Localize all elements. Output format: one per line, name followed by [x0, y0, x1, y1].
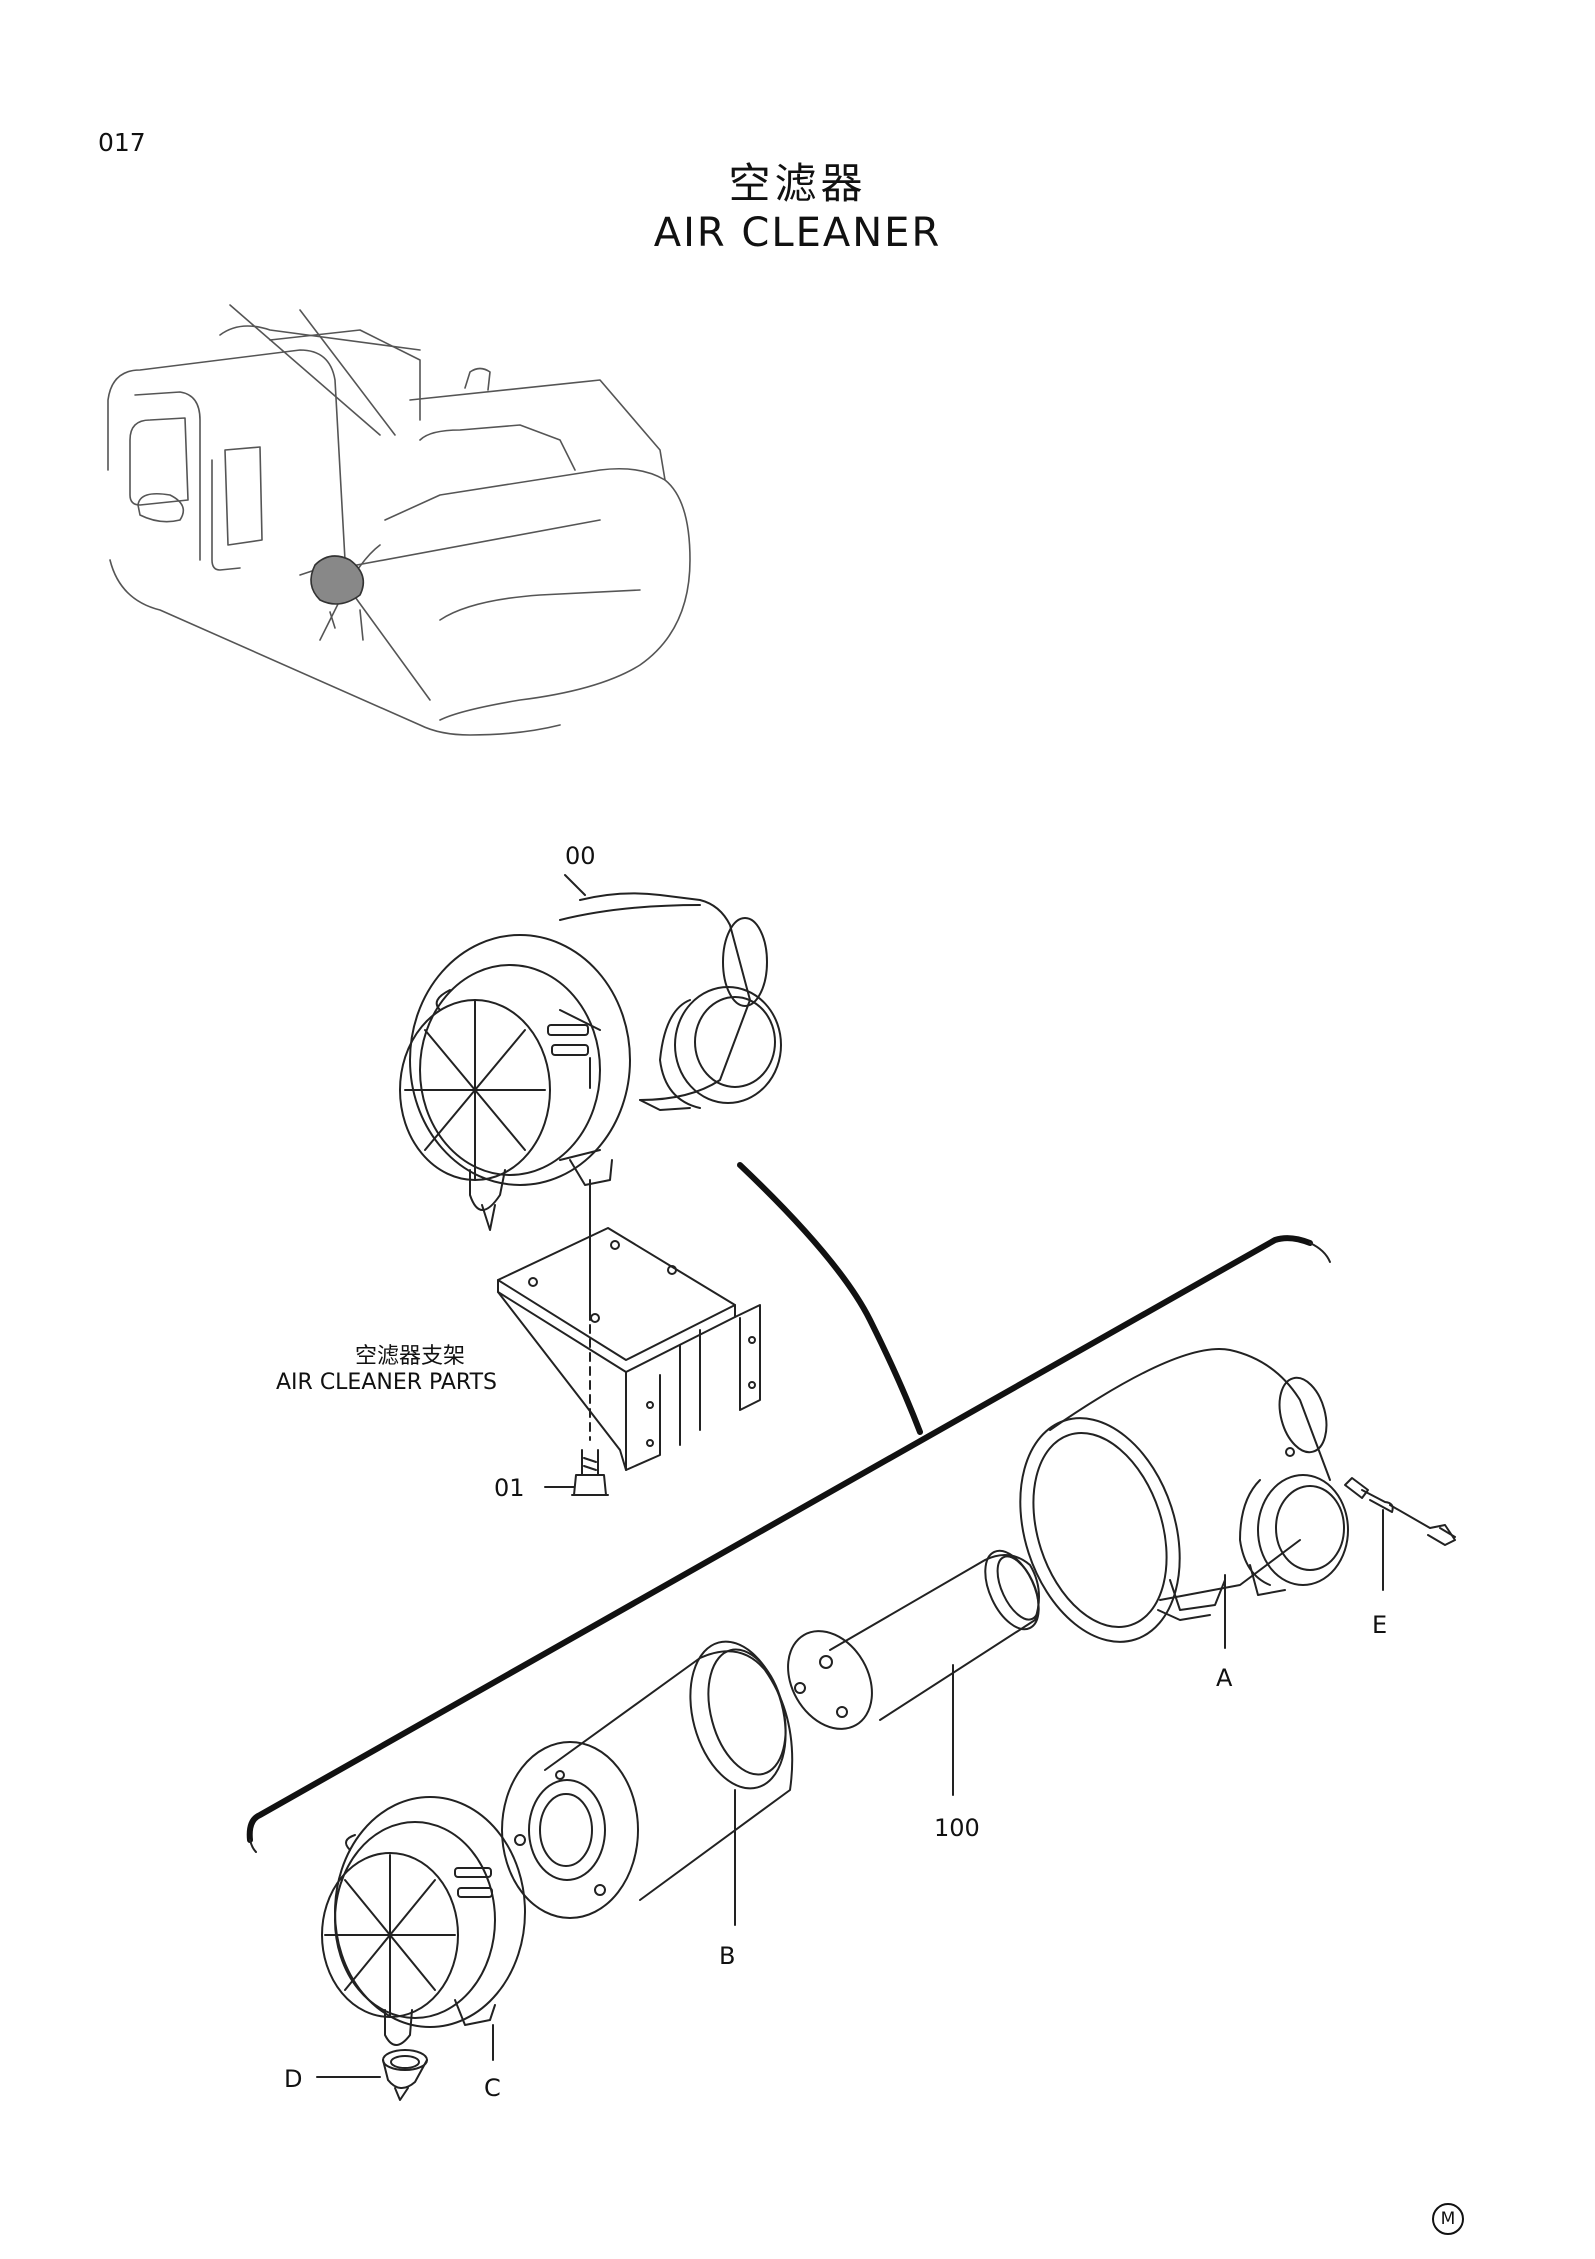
page-title-english: AIR CLEANER [653, 210, 942, 256]
page-title-chinese: 空滤器 [728, 159, 867, 208]
callout-c: C [484, 2074, 501, 2102]
cover-illustration [321, 1796, 526, 2046]
excavator-overview-illustration [107, 304, 691, 736]
callout-e: E [1372, 1611, 1388, 1639]
exploded-view-separator-line [246, 1235, 1313, 1843]
callout-a: A [1216, 1664, 1233, 1692]
bracket-label-chinese: 空滤器支架 [355, 1344, 466, 1369]
callout-bolt: 01 [494, 1474, 525, 1502]
outer-element-illustration [501, 1640, 794, 1919]
bracket-illustration [497, 1227, 761, 1471]
bolt-illustration [571, 1449, 609, 1496]
assembly-callout-leader [564, 874, 586, 896]
callout-element: 100 [934, 1814, 980, 1842]
inner-element-illustration [787, 1549, 1040, 1730]
callout-assembly: 00 [565, 842, 596, 870]
page-number: 017 [98, 128, 146, 157]
air-cleaner-body-illustration [1019, 1348, 1349, 1643]
dust-valve-illustration [382, 2049, 428, 2101]
callout-b: B [719, 1942, 736, 1970]
circled-m-mark: M [1432, 2203, 1464, 2235]
bracket-label-english: AIR CLEANER PARTS [276, 1370, 498, 1395]
sensor-illustration [1344, 1477, 1456, 1546]
connector-curve-line [737, 1162, 923, 1435]
callout-d: D [284, 2065, 303, 2093]
air-cleaner-assembly-illustration [399, 892, 782, 1231]
